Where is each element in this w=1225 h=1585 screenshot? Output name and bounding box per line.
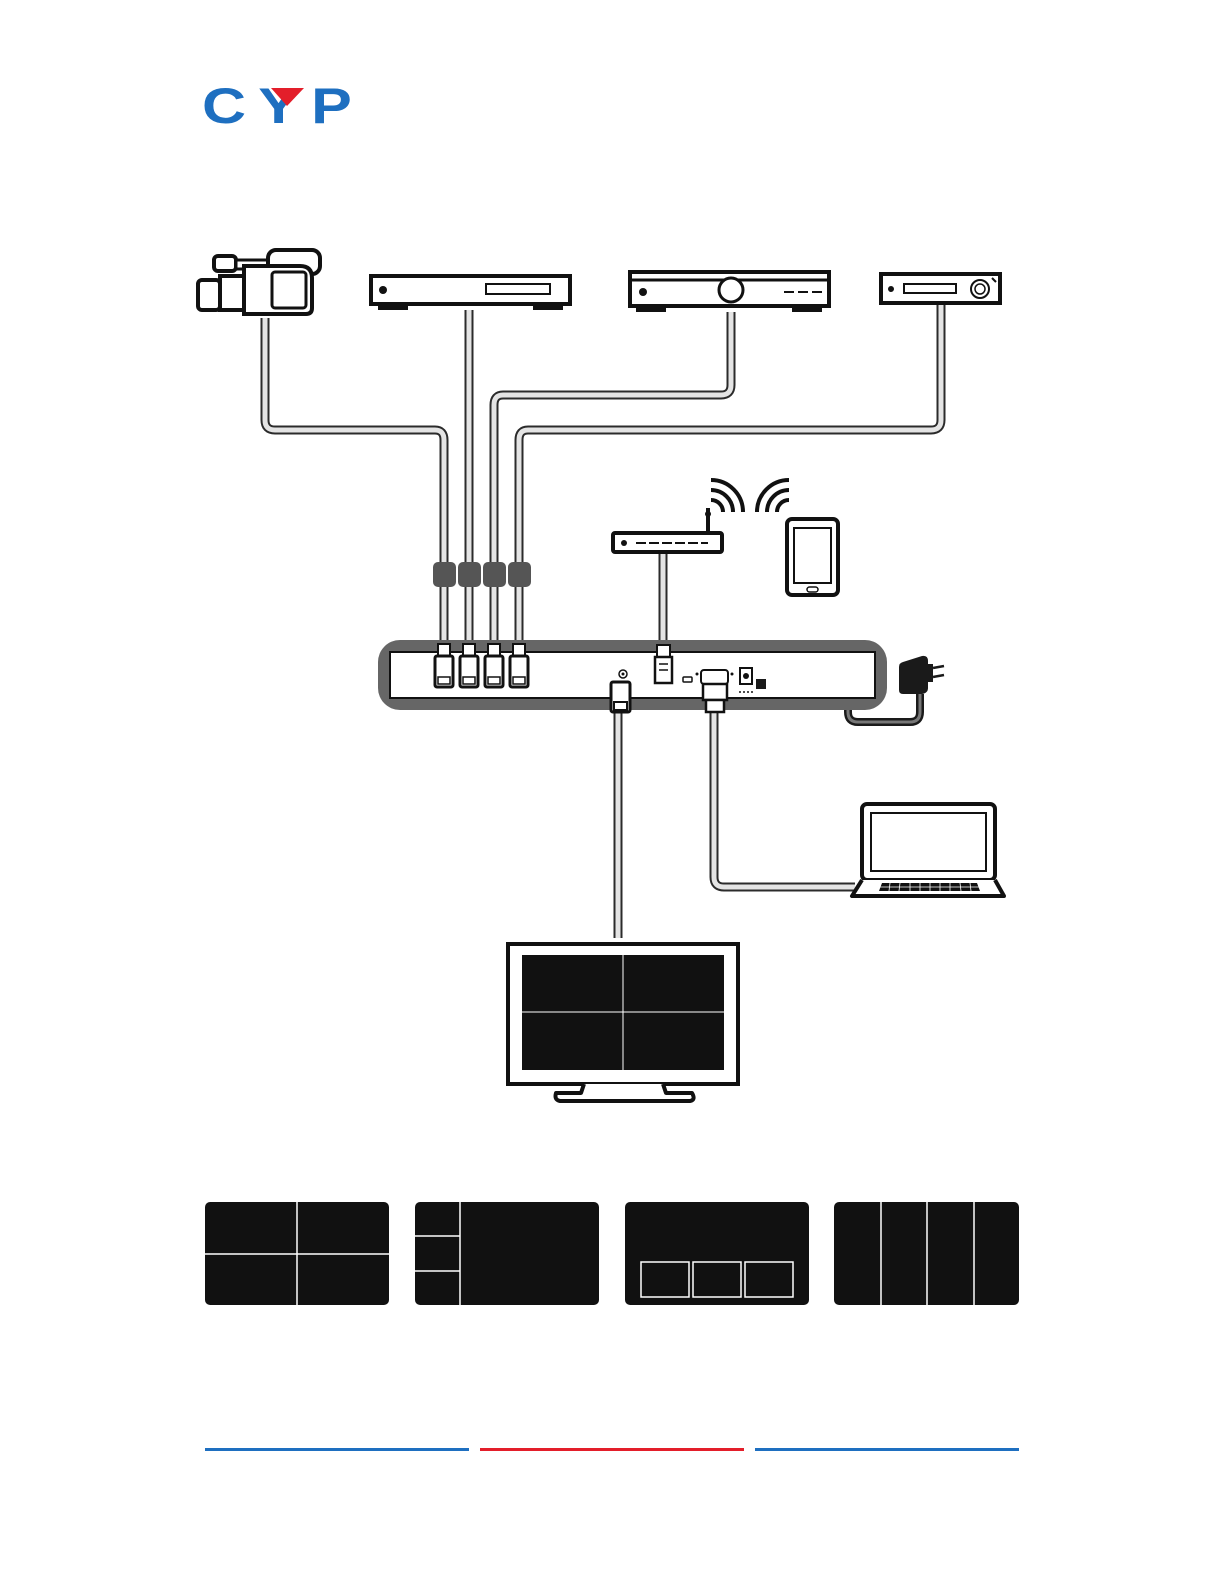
laptop-icon	[852, 804, 1004, 896]
hdmi-input-cables	[265, 305, 941, 648]
layout-pip-bottom-row	[625, 1202, 809, 1305]
layout-quad-split	[205, 1202, 389, 1305]
power-adapter-icon	[899, 656, 944, 694]
tablet-icon	[787, 519, 838, 595]
footer-rules	[205, 1448, 1019, 1451]
set-top-box-icon	[630, 272, 829, 312]
lan-port	[655, 645, 672, 683]
camcorder-icon	[198, 250, 320, 314]
blu-ray-player-icon	[371, 276, 570, 310]
logo-text: CYP	[202, 78, 364, 134]
ferrite-cores	[433, 562, 531, 587]
layout-vertical-strips	[834, 1202, 1019, 1305]
cyp-logo: CYP	[202, 78, 364, 134]
rs232-cable	[714, 712, 855, 887]
display-icon	[508, 944, 738, 1101]
layout-pip-left-column	[415, 1202, 599, 1305]
wifi-router-icon	[613, 508, 722, 552]
wifi-signal-icon	[711, 480, 789, 512]
av-receiver-icon	[881, 274, 1000, 303]
